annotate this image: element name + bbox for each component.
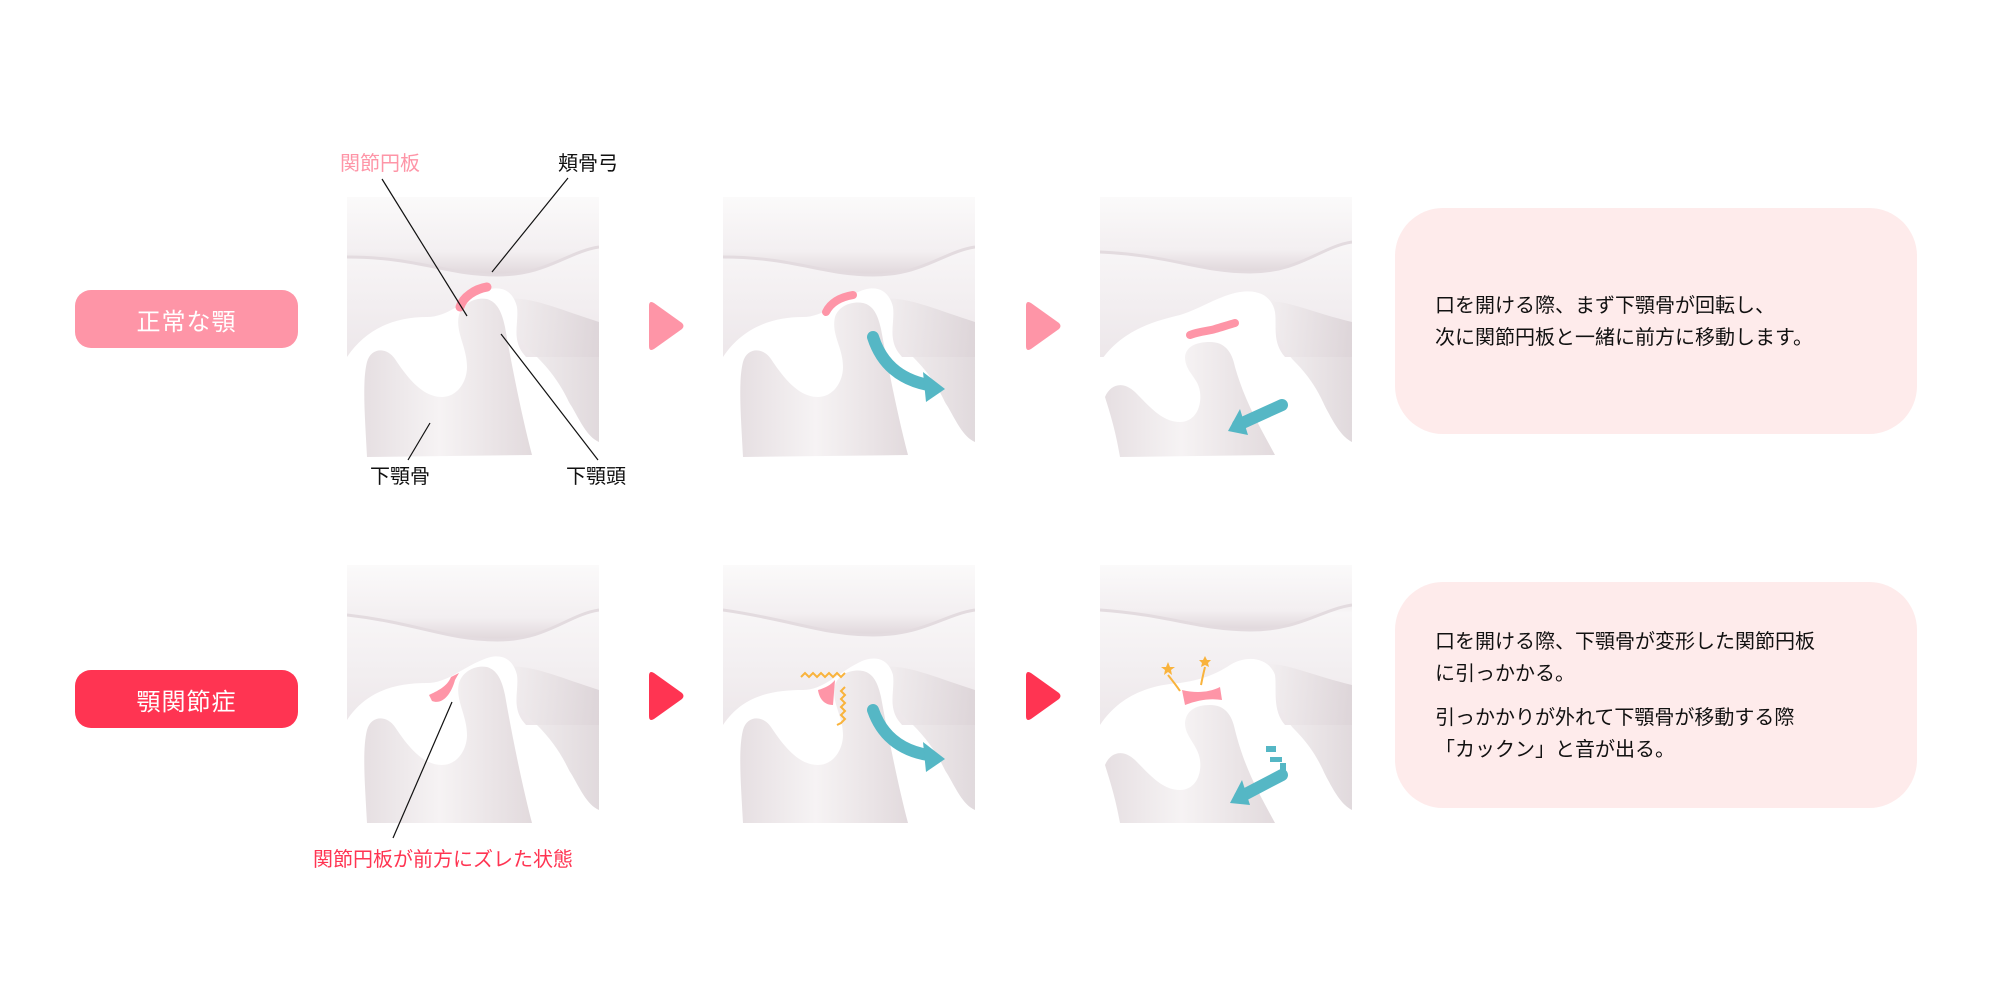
- normal-description: 口を開ける際、まず下顎骨が回転し、 次に関節円板と一緒に前方に移動します。: [1435, 289, 1877, 353]
- tmj-description-box: 口を開ける際、下顎骨が変形した関節円板 に引っかかる。 引っかかりが外れて下顎骨…: [1395, 582, 1917, 808]
- normal-description-box: 口を開ける際、まず下顎骨が回転し、 次に関節円板と一緒に前方に移動します。: [1395, 208, 1917, 434]
- tmj-step-3-panel: [1100, 565, 1352, 825]
- star-burst-icon: [1161, 656, 1211, 692]
- tmj-description-line-3: 引っかかりが外れて下顎骨が移動する際: [1435, 705, 1795, 729]
- normal-jaw-badge: 正常な顎: [75, 290, 298, 348]
- tmj-description-line-2: に引っかかる。: [1435, 661, 1575, 685]
- normal-jaw-badge-label: 正常な顎: [136, 307, 237, 336]
- zygomatic-arch-label: 頬骨弓: [558, 151, 618, 175]
- normal-description-line-2: 次に関節円板と一緒に前方に移動します。: [1435, 325, 1813, 349]
- triangle-right-icon: [1024, 300, 1062, 352]
- triangle-right-icon: [647, 670, 685, 722]
- tmj-description-1: 口を開ける際、下顎骨が変形した関節円板 に引っかかる。: [1435, 625, 1877, 689]
- zigzag-icon: [836, 686, 847, 726]
- triangle-right-icon: [1024, 670, 1062, 722]
- curved-arrow-icon: [867, 331, 934, 391]
- tmj-badge-label: 顎関節症: [136, 687, 237, 716]
- normal-step-3-panel: [1100, 197, 1352, 457]
- tmj-step-1-panel: [347, 565, 599, 825]
- triangle-right-icon: [647, 300, 685, 352]
- tmj-step-2-panel: [723, 565, 975, 825]
- normal-step-2-panel: [723, 197, 975, 457]
- normal-step-1-panel: [347, 197, 599, 457]
- disc-label: 関節円板: [340, 151, 420, 175]
- tmj-description-line-1: 口を開ける際、下顎骨が変形した関節円板: [1435, 629, 1815, 653]
- mandible-label: 下顎骨: [370, 464, 430, 488]
- tmj-badge: 顎関節症: [75, 670, 298, 728]
- tmj-description-line-4: 「カックン」と音が出る。: [1435, 737, 1675, 761]
- condyle-label: 下顎頭: [566, 464, 626, 488]
- curved-arrow-icon: [867, 704, 934, 761]
- zigzag-icon: [800, 671, 846, 679]
- tmj-description-2: 引っかかりが外れて下顎骨が移動する際 「カックン」と音が出る。: [1435, 701, 1877, 765]
- normal-description-line-1: 口を開ける際、まず下顎骨が回転し、: [1435, 293, 1775, 317]
- displaced-disc-label: 関節円板が前方にズレた状態: [313, 847, 573, 871]
